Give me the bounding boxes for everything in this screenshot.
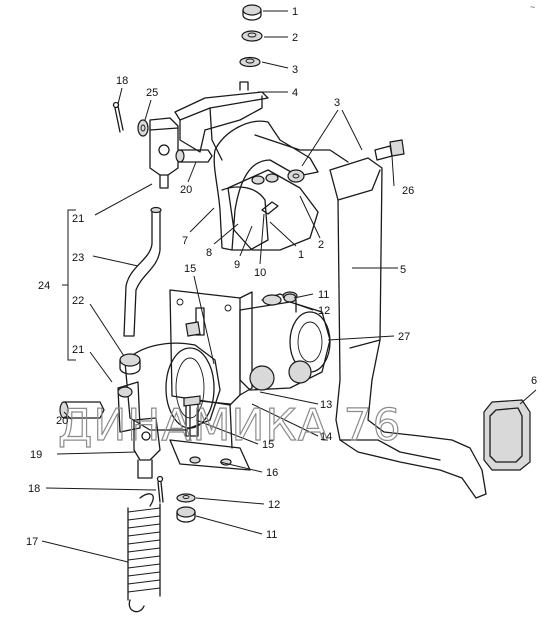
callout-12: 12: [318, 305, 330, 317]
callout-16: 16: [266, 467, 278, 479]
callout-20b: 20: [56, 415, 68, 427]
pedal-pad: [483, 399, 531, 471]
top-washer-3: [239, 56, 261, 68]
callout-21: 21: [72, 213, 84, 225]
clevis-fork-top: [149, 117, 179, 189]
callout-24: 24: [38, 280, 50, 292]
callout-11b: 11: [266, 529, 277, 541]
lower-nut-11: [176, 506, 196, 523]
callout-10: 10: [254, 267, 266, 279]
leader-lines: [41, 10, 537, 563]
return-spring: [127, 493, 161, 613]
lower-bracket: [169, 395, 251, 471]
callout-26: 26: [402, 185, 414, 197]
callout-15b: 15: [262, 439, 274, 451]
top-nut: [242, 4, 262, 21]
cotter-pin-lower: [156, 475, 164, 503]
group-bracket-24: [62, 209, 76, 361]
callout-18b: 18: [28, 483, 40, 495]
callout-8: 8: [206, 247, 212, 259]
bolt-26: [374, 139, 405, 161]
callout-4: 4: [292, 87, 298, 99]
callout-27: 27: [398, 331, 410, 343]
callout-17: 17: [26, 536, 38, 548]
pedal-lever: [329, 157, 487, 499]
callout-13: 13: [320, 399, 332, 411]
top-washer-2: [241, 30, 263, 42]
callout-11: 11: [318, 289, 329, 301]
booster-body: [239, 291, 331, 391]
callout-23: 23: [72, 252, 84, 264]
corner-mark: ~: [530, 2, 535, 12]
washer-25: [137, 119, 149, 137]
callout-19: 19: [30, 449, 42, 461]
watermark: ДИНАМИКА 76: [58, 400, 402, 451]
callout-1: 1: [292, 6, 298, 18]
callout-18: 18: [116, 75, 128, 87]
cotter-pin-top: [112, 101, 124, 133]
callout-14: 14: [320, 431, 332, 443]
callout-9: 9: [234, 259, 240, 271]
callout-6: 6: [531, 375, 537, 387]
callout-5: 5: [400, 264, 406, 276]
callout-labels: 1 2 3 4 3 18 25 26 20 21 7 8 9 10 1 2 23…: [26, 6, 537, 548]
callout-22: 22: [72, 295, 84, 307]
callout-12b: 12: [268, 499, 280, 511]
callout-25: 25: [146, 87, 158, 99]
callout-20: 20: [180, 184, 192, 196]
callout-2b: 2: [318, 239, 324, 251]
callout-7: 7: [182, 235, 188, 247]
pivot-plate: [227, 169, 319, 251]
callout-15: 15: [184, 263, 196, 275]
callout-3: 3: [292, 64, 298, 76]
clevis-fork-lower: [133, 417, 161, 479]
hose-23: [123, 206, 162, 337]
mounting-bracket: [169, 289, 253, 406]
callout-2: 2: [292, 32, 298, 44]
callout-21b: 21: [72, 344, 84, 356]
callout-1b: 1: [298, 249, 304, 261]
pin-20-top: [175, 149, 213, 163]
callout-3b: 3: [334, 97, 340, 109]
pivot-bushing: [287, 169, 305, 183]
upper-bracket: [174, 81, 269, 161]
lower-washer-12: [176, 493, 196, 503]
